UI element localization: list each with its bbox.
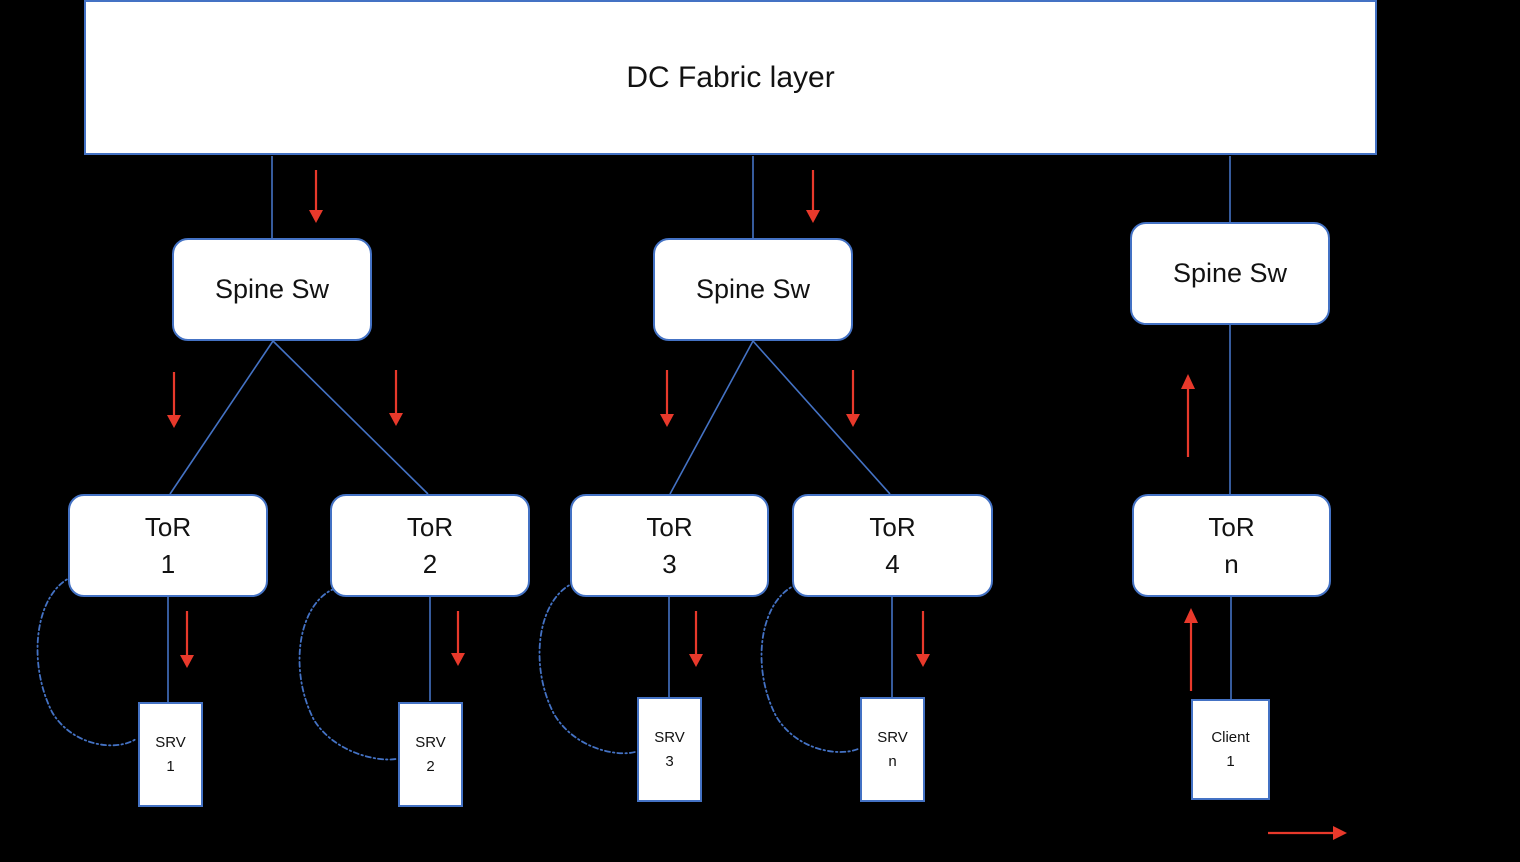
tor-3-number: 3	[662, 548, 677, 579]
down-arrow-tor2-srv2	[451, 611, 465, 666]
srv-3-label: SRV	[654, 728, 685, 746]
loopback-curve-tor1-srv1	[36, 575, 137, 747]
fabric-layer-label: DC Fabric layer	[626, 60, 835, 94]
up-arrow-client-torn	[1184, 608, 1198, 691]
connector-spine2-tor4	[752, 340, 891, 495]
spine-switch-2-label: Spine Sw	[695, 274, 811, 304]
down-arrow-spine2-tor4	[846, 370, 860, 427]
spine-switch-n-label: Spine Sw	[1172, 258, 1288, 288]
client-1-label: Client	[1211, 728, 1250, 746]
srv-2-box: SRV 2	[398, 702, 463, 807]
srv-n-number: n	[888, 752, 897, 770]
tor-3-box: ToR 3	[570, 494, 769, 597]
spine-switch-n-box: Spine Sw	[1130, 222, 1330, 325]
down-arrow-tor1-srv1	[180, 611, 194, 668]
down-arrow-spine1-tor2	[389, 370, 403, 426]
tor-2-label: ToR	[406, 511, 454, 542]
spine-switch-1-box: Spine Sw	[172, 238, 372, 341]
tor-n-label: ToR	[1208, 511, 1255, 542]
srv-1-label: SRV	[155, 733, 186, 751]
srv-3-number: 3	[665, 752, 674, 770]
down-arrow-tor4-srvn	[916, 611, 930, 667]
tor-4-label: ToR	[869, 511, 916, 542]
srv-1-box: SRV 1	[138, 702, 203, 807]
loopback-curve-tor3-srv3	[538, 581, 636, 755]
down-arrow-fabric-spine1	[309, 170, 323, 223]
loopback-curve-tor2-srv2	[298, 587, 397, 761]
tor-2-number: 2	[422, 548, 438, 579]
down-arrow-spine1-tor1	[167, 372, 181, 428]
tor-4-number: 4	[885, 548, 900, 579]
srv-2-number: 2	[426, 757, 435, 775]
connector-spine2-tor3	[669, 340, 754, 495]
srv-3-box: SRV 3	[637, 697, 702, 802]
tor-1-box: ToR 1	[68, 494, 268, 597]
tor-n-box: ToR n	[1132, 494, 1331, 597]
connector-spine1-tor1	[169, 340, 274, 495]
tor-4-box: ToR 4	[792, 494, 993, 597]
up-arrow-torn-spine3	[1181, 374, 1195, 457]
tor-2-box: ToR 2	[330, 494, 530, 597]
srv-n-box: SRV n	[860, 697, 925, 802]
spine-switch-1-label: Spine Sw	[214, 274, 330, 304]
down-arrow-fabric-spine2	[806, 170, 820, 223]
connector-spine1-tor2	[272, 340, 429, 495]
srv-2-label: SRV	[415, 733, 446, 751]
tor-n-number: n	[1224, 548, 1239, 579]
tor-1-number: 1	[160, 548, 176, 579]
tor-1-label: ToR	[144, 511, 192, 542]
client-1-number: 1	[1226, 752, 1235, 770]
down-arrow-spine2-tor3	[660, 370, 674, 427]
tor-3-label: ToR	[646, 511, 693, 542]
down-arrow-tor3-srv3	[689, 611, 703, 667]
fabric-layer-box: DC Fabric layer	[84, 0, 1377, 155]
loopback-curve-tor4-srvn	[760, 583, 859, 753]
client-1-box: Client 1	[1191, 699, 1270, 800]
srv-n-label: SRV	[877, 728, 908, 746]
spine-switch-2-box: Spine Sw	[653, 238, 853, 341]
srv-1-number: 1	[166, 757, 175, 775]
right-arrow-egress	[1268, 826, 1347, 840]
